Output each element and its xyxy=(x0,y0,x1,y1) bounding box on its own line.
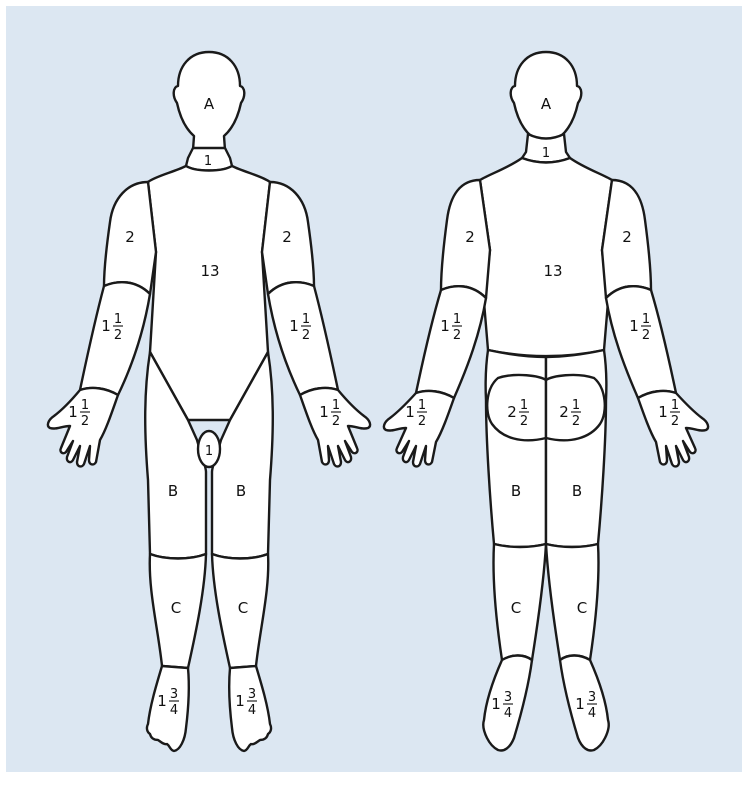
front-right-lower-leg-label: C xyxy=(171,599,181,617)
back-right-hand-label-whole: 1 xyxy=(405,403,415,421)
front-right-foot-label-denominator: 4 xyxy=(170,703,178,718)
front-left-foot-label-numerator: 3 xyxy=(248,687,256,702)
back-left-foot-label-numerator: 3 xyxy=(588,690,596,705)
back-left-buttock-label-whole: 2 xyxy=(559,403,569,421)
front-right-foot-label-whole: 1 xyxy=(157,692,167,710)
back-left-lower-leg-label: C xyxy=(577,599,587,617)
front-left-foot-label-whole: 1 xyxy=(235,692,245,710)
back-left-forearm-label-denominator: 2 xyxy=(642,328,650,343)
front-left-thigh-label: B xyxy=(236,482,246,500)
back-right-forearm-label-numerator: 1 xyxy=(453,312,461,327)
back-right-foot-label-denominator: 4 xyxy=(504,706,512,721)
back-left-buttock-label-denominator: 2 xyxy=(572,414,580,429)
back-left-hand-label-numerator: 1 xyxy=(671,398,679,413)
front-right-foot-label-numerator: 3 xyxy=(170,687,178,702)
front-left-hand-label-denominator: 2 xyxy=(332,414,340,429)
back-torso xyxy=(480,158,612,356)
back-left-thigh-label: B xyxy=(572,482,582,500)
back-left-foot-label-denominator: 4 xyxy=(588,706,596,721)
back-left-forearm-label-numerator: 1 xyxy=(642,312,650,327)
front-right-hand-label-denominator: 2 xyxy=(81,414,89,429)
back-head-label: A xyxy=(541,95,552,113)
front-left-forearm-label-denominator: 2 xyxy=(302,328,310,343)
front-right-hand-label-numerator: 1 xyxy=(81,398,89,413)
back-left-forearm-label-whole: 1 xyxy=(629,317,639,335)
back-right-forearm-label-denominator: 2 xyxy=(453,328,461,343)
front-right-thigh-label: B xyxy=(168,482,178,500)
back-left-foot-label-whole: 1 xyxy=(575,695,585,713)
front-right-forearm-label-whole: 1 xyxy=(101,317,111,335)
front-genitals-label: 1 xyxy=(205,444,213,459)
back-left-buttock-label-numerator: 1 xyxy=(572,398,580,413)
front-left-foot-label-denominator: 4 xyxy=(248,703,256,718)
back-right-hand-label-numerator: 1 xyxy=(418,398,426,413)
front-left-forearm-label-whole: 1 xyxy=(289,317,299,335)
back-neck-label: 1 xyxy=(542,146,550,161)
front-right-forearm-label-denominator: 2 xyxy=(114,328,122,343)
front-left-forearm-label-numerator: 1 xyxy=(302,312,310,327)
front-left-hand-label-numerator: 1 xyxy=(332,398,340,413)
front-trunk-label: 13 xyxy=(200,262,219,280)
front-right-upper-arm-label: 2 xyxy=(125,228,135,246)
front-left-upper-arm-label: 2 xyxy=(282,228,292,246)
front-left-lower-leg-label: C xyxy=(238,599,248,617)
back-right-buttock-label-numerator: 1 xyxy=(520,398,528,413)
back-left-hand-label-whole: 1 xyxy=(658,403,668,421)
back-right-upper-arm-label: 2 xyxy=(465,228,475,246)
front-head-label: A xyxy=(204,95,215,113)
back-right-thigh-label: B xyxy=(511,482,521,500)
back-right-hand-label-denominator: 2 xyxy=(418,414,426,429)
front-left-hand-label-whole: 1 xyxy=(319,403,329,421)
back-right-buttock-label-denominator: 2 xyxy=(520,414,528,429)
back-right-forearm-label-whole: 1 xyxy=(440,317,450,335)
back-trunk-label: 13 xyxy=(543,262,562,280)
back-left-hand-label-denominator: 2 xyxy=(671,414,679,429)
front-neck-label: 1 xyxy=(204,154,212,169)
back-right-foot-label-numerator: 3 xyxy=(504,690,512,705)
back-left-upper-arm-label: 2 xyxy=(622,228,632,246)
back-right-foot-label-whole: 1 xyxy=(491,695,501,713)
front-right-hand-label-whole: 1 xyxy=(68,403,78,421)
back-right-lower-leg-label: C xyxy=(511,599,521,617)
back-right-buttock-label-whole: 2 xyxy=(507,403,517,421)
front-right-forearm-label-numerator: 1 xyxy=(114,312,122,327)
